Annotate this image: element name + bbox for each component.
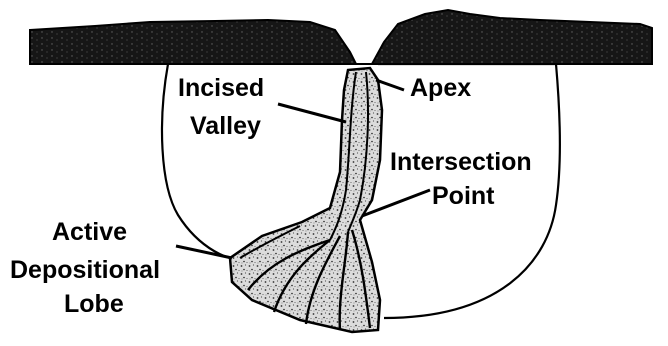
label-depositional: Depositional — [10, 256, 160, 284]
label-point: Point — [432, 182, 495, 210]
label-apex: Apex — [410, 74, 471, 102]
label-intersection: Intersection — [390, 148, 532, 176]
leader-incised-valley — [278, 104, 346, 122]
label-lobe: Lobe — [64, 290, 124, 318]
label-active: Active — [52, 218, 127, 246]
leader-lobe — [176, 246, 232, 258]
label-valley: Valley — [190, 112, 261, 140]
land-surface — [30, 10, 652, 64]
label-incised: Incised — [178, 74, 264, 102]
